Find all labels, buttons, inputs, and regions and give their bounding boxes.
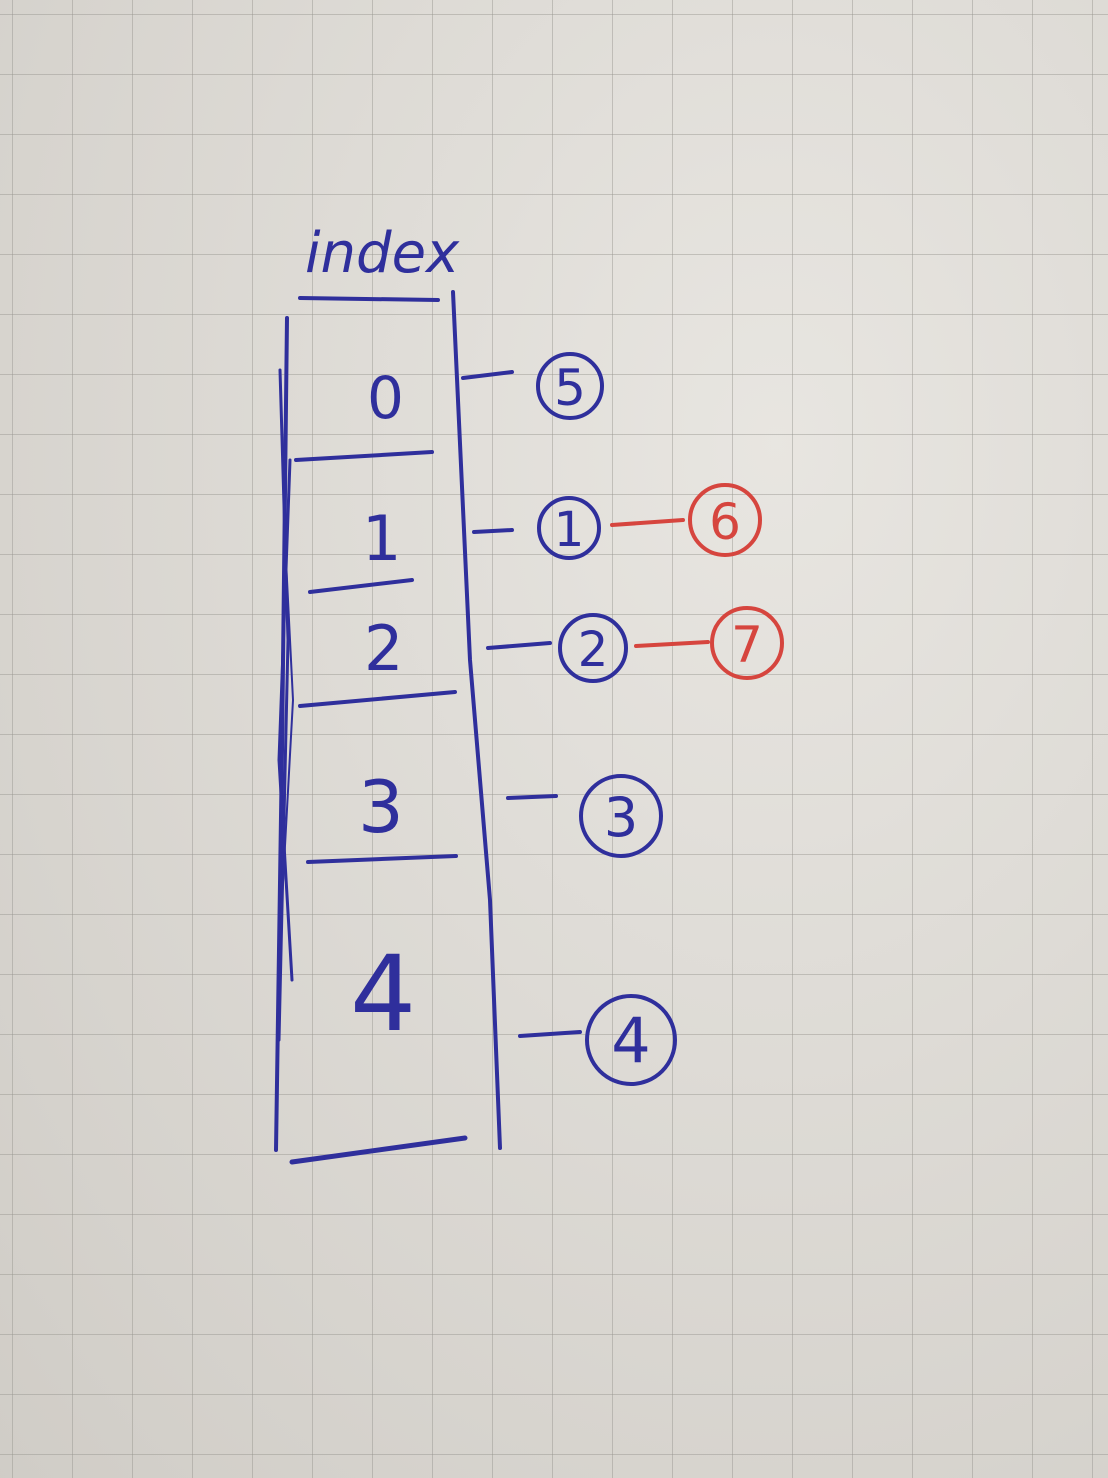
chain-node-circle <box>537 496 601 560</box>
chain-node-value: 7 <box>731 616 763 674</box>
slot-row-4: 4 4 <box>350 933 677 1086</box>
row-separator <box>308 578 414 594</box>
chain-node-circle <box>536 352 604 420</box>
chain-link-line <box>634 640 710 648</box>
chain-node-value: 2 <box>578 622 609 678</box>
chain-node-circle <box>558 613 628 683</box>
header-underline <box>298 296 440 302</box>
slot-row-1: 1 1 6 <box>362 483 762 575</box>
chain-node-circle <box>585 994 677 1086</box>
chain-link-line <box>461 370 514 380</box>
index-header-label: index <box>305 221 460 286</box>
slot-row-2: 2 2 7 <box>364 606 784 685</box>
slot-index-label: 3 <box>358 765 404 849</box>
slot-index-label: 0 <box>367 364 404 432</box>
chain-link-line <box>518 1030 582 1038</box>
slot-index-label: 2 <box>364 612 403 685</box>
chain-node-value: 5 <box>554 359 586 417</box>
slot-row-3: 3 3 <box>358 765 663 858</box>
slot-index-label: 4 <box>350 933 416 1055</box>
chain-link-line <box>610 518 685 527</box>
table-right-border <box>451 290 502 1150</box>
chain-node-value: 6 <box>709 493 741 551</box>
row-separator <box>294 450 434 462</box>
chain-node-circle <box>688 483 762 557</box>
chain-link-line <box>472 528 514 534</box>
chain-link-line <box>506 794 558 800</box>
chain-node-value: 1 <box>554 502 585 558</box>
chain-node-circle <box>710 606 784 680</box>
chain-node-circle <box>579 774 663 858</box>
slot-index-label: 1 <box>362 502 401 575</box>
slot-row-0: 0 5 <box>367 352 604 432</box>
chain-node-value: 3 <box>604 786 638 849</box>
table-left-border <box>274 316 294 1152</box>
row-separator <box>306 854 458 864</box>
row-separator <box>298 690 457 708</box>
table-bottom-border <box>289 1135 468 1165</box>
chain-node-value: 4 <box>611 1004 650 1077</box>
chain-link-line <box>486 641 552 650</box>
